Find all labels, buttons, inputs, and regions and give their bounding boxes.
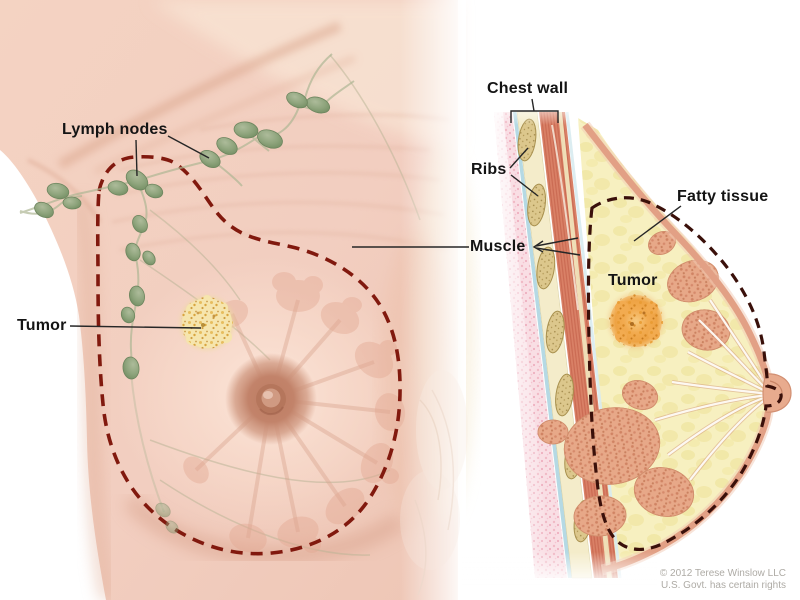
lymph-nodes-pointer-2 — [167, 135, 210, 159]
label-tumor-cross-section: Tumor — [608, 272, 658, 289]
label-fatty-tissue: Fatty tissue — [677, 188, 769, 205]
muscle-pointer-1 — [535, 237, 579, 247]
pointer-lines-frontal — [69, 135, 210, 329]
ghost-hand — [400, 370, 468, 596]
pointer-lines-cross-section — [352, 98, 682, 256]
areola — [225, 353, 317, 445]
pleura-line — [513, 112, 572, 578]
muscle-arrowhead — [532, 240, 544, 253]
ribs-pointer-2 — [510, 174, 539, 197]
copyright-line-1: © 2012 Terese Winslow LLC — [659, 568, 786, 579]
label-tumor-frontal: Tumor — [17, 317, 67, 334]
copyright-line-2: U.S. Govt. has certain rights — [660, 580, 786, 591]
dashed-outline-cross-section — [586, 196, 783, 551]
frontal-view-panel — [0, 0, 475, 600]
tumor-cross-section — [608, 293, 664, 349]
fatty-tissue-pointer — [633, 205, 682, 242]
tumor-pointer — [69, 325, 202, 329]
nipple-cross-section — [762, 373, 792, 413]
chest-wall-connector — [531, 98, 535, 112]
label-chest-wall: Chest wall — [487, 80, 569, 97]
tumor-frontal — [180, 295, 234, 350]
label-ribs: Ribs — [471, 161, 507, 178]
muscle-pointer-2 — [535, 247, 581, 256]
label-lymph-nodes: Lymph nodes — [62, 121, 168, 138]
lymph-nodes-pointer-1 — [135, 139, 138, 177]
label-muscle: Muscle — [470, 238, 526, 255]
copyright-credit: © 2012 Terese Winslow LLC U.S. Govt. has… — [660, 568, 786, 592]
ribs-pointer-1 — [509, 147, 529, 169]
dashed-outline-frontal — [95, 154, 402, 556]
lymph-nodes-group — [34, 91, 331, 534]
chest-wall-bracket — [510, 110, 559, 123]
cross-section-panel — [352, 98, 792, 594]
